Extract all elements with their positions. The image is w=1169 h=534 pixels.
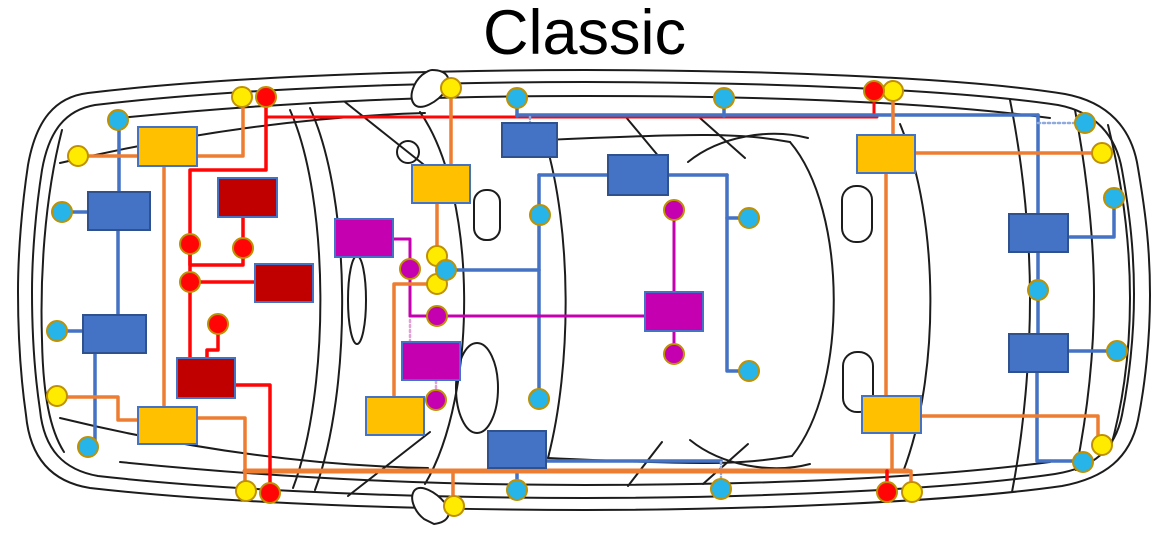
seat-headrest: [473, 189, 501, 241]
junction-dot-cyan: [506, 479, 528, 501]
component-box-blue: [1008, 213, 1069, 253]
component-box-orange: [365, 396, 425, 436]
junction-dot-yellow: [440, 77, 462, 99]
junction-dots-layer: [46, 77, 1128, 517]
junction-dot-cyan: [738, 207, 760, 229]
junction-dot-cyan: [710, 478, 732, 500]
junction-dot-yellow: [1091, 142, 1113, 164]
wire-orange: [194, 416, 247, 491]
junction-dot-yellow: [443, 495, 465, 517]
component-box-blue: [82, 314, 147, 354]
wire-blue: [1068, 199, 1116, 239]
side-mirror-icon: [411, 486, 450, 526]
component-box-blue: [607, 154, 669, 196]
component-box-blue: [501, 122, 558, 158]
wire-orange: [194, 98, 245, 158]
interior-detail: [396, 140, 420, 164]
rear-headrest: [842, 351, 874, 413]
junction-dot-cyan: [1072, 451, 1094, 473]
junction-dot-red: [259, 482, 281, 504]
junction-dot-red: [232, 237, 254, 259]
junction-dot-magenta: [663, 343, 685, 365]
junction-dot-cyan: [1106, 340, 1128, 362]
junction-dot-cyan: [713, 87, 735, 109]
junction-dot-cyan: [529, 204, 551, 226]
junction-dot-cyan: [738, 360, 760, 382]
component-box-blue: [1008, 333, 1069, 373]
junction-dot-magenta: [663, 199, 685, 221]
component-box-magenta: [644, 291, 704, 332]
junction-dot-cyan: [528, 388, 550, 410]
component-box-orange: [861, 395, 922, 434]
junction-dot-red: [207, 313, 229, 335]
junction-dot-red: [876, 481, 898, 503]
wire-red: [205, 325, 220, 361]
junction-dot-cyan: [46, 320, 68, 342]
junction-dot-magenta: [425, 389, 447, 411]
junction-dot-cyan: [506, 87, 528, 109]
component-box-darkred: [217, 177, 278, 218]
junction-dot-yellow: [67, 145, 89, 167]
wire-red: [232, 383, 272, 493]
wire-magenta: [391, 237, 412, 318]
junction-dot-cyan: [435, 259, 457, 281]
component-box-magenta: [334, 218, 394, 258]
component-box-orange: [411, 164, 471, 204]
junction-dot-red: [255, 86, 277, 108]
wire-orange: [392, 282, 439, 400]
junction-dot-magenta: [399, 258, 421, 280]
junction-dot-cyan: [107, 109, 129, 131]
wire-orange: [57, 395, 141, 422]
component-box-magenta: [401, 341, 461, 381]
junction-dot-yellow: [1091, 434, 1113, 456]
junction-dot-red: [179, 271, 201, 293]
junction-dot-yellow: [882, 80, 904, 102]
junction-dot-red: [863, 80, 885, 102]
component-box-darkred: [254, 263, 314, 303]
rear-headrest: [841, 185, 873, 243]
junction-dot-yellow: [231, 86, 253, 108]
junction-dot-yellow: [46, 385, 68, 407]
component-boxes-layer: [82, 122, 1069, 469]
wire-orange: [918, 414, 1100, 445]
junction-dot-magenta: [426, 305, 448, 327]
component-box-orange: [137, 406, 198, 445]
junction-dot-yellow: [901, 481, 923, 503]
wires-layer: [57, 89, 1116, 506]
component-box-blue: [87, 191, 151, 231]
junction-dot-yellow: [235, 480, 257, 502]
junction-dot-red: [179, 233, 201, 255]
junction-dot-cyan: [1103, 187, 1125, 209]
component-box-blue: [487, 430, 547, 469]
component-box-darkred: [176, 357, 236, 399]
junction-dot-cyan: [77, 436, 99, 458]
component-box-orange: [856, 134, 916, 174]
wire-blue: [1035, 369, 1083, 463]
component-box-orange: [137, 126, 198, 167]
junction-dot-cyan: [1027, 279, 1049, 301]
junction-dot-cyan: [51, 201, 73, 223]
diagram-title: Classic: [482, 0, 687, 68]
junction-dot-cyan: [1074, 112, 1096, 134]
steering-oval: [455, 342, 499, 434]
